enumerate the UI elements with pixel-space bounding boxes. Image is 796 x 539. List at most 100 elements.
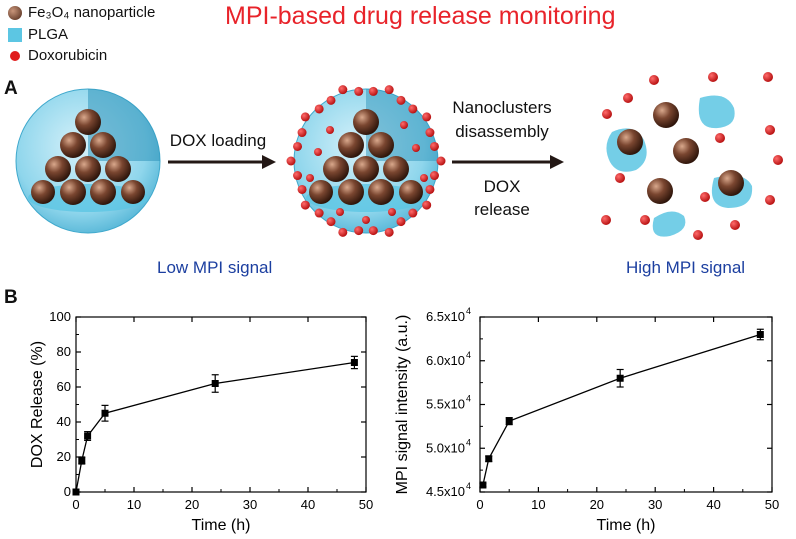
disassembly-label-line1: Nanoclusters (452, 98, 552, 117)
y-tick-exponent: 4 (466, 437, 471, 447)
x-tick-label: 40 (706, 497, 720, 512)
dox-molecule (436, 156, 446, 166)
data-point (756, 331, 764, 338)
dox-molecule (420, 174, 428, 182)
dox-molecule (429, 171, 439, 181)
plga-icon (8, 27, 22, 42)
dox-molecule (293, 171, 303, 181)
y-axis-label: MPI signal intensity (a.u.) (394, 315, 411, 495)
released-state (601, 72, 783, 240)
dox-molecule (338, 85, 348, 95)
x-tick-label: 10 (127, 497, 141, 512)
dox-molecule (326, 126, 334, 134)
y-tick-label: 5.5x10 (426, 397, 465, 412)
data-point (72, 488, 80, 496)
y-tick-label: 20 (57, 449, 71, 464)
dox-molecule (300, 200, 310, 210)
legend-doxorubicin: Doxorubicin (8, 47, 107, 64)
y-tick-label: 100 (49, 309, 71, 324)
data-point (616, 374, 624, 382)
x-tick-label: 30 (648, 497, 662, 512)
dox-release-label-line2: release (474, 200, 530, 219)
x-tick-label: 30 (243, 497, 257, 512)
dox-molecule (425, 184, 435, 194)
free-dox-molecules (601, 72, 783, 240)
dox-molecule (422, 200, 432, 210)
dox-molecule (368, 226, 378, 236)
data-point (211, 380, 219, 387)
legend-plga-label: PLGA (28, 26, 69, 43)
panel-b-letter: B (4, 287, 18, 308)
dox-molecule (297, 184, 307, 194)
dox-loading-arrow (168, 155, 276, 169)
y-tick-label: 5.0x10 (426, 440, 465, 455)
dox-molecule (338, 227, 348, 237)
dox-molecule (306, 174, 314, 182)
legend-doxorubicin-label: Doxorubicin (28, 47, 108, 64)
dox-molecule (388, 208, 396, 216)
y-tick-label: 40 (57, 414, 71, 429)
y-tick-label: 6.0x10 (426, 353, 465, 368)
dox-molecule (408, 208, 418, 218)
dox-molecule (354, 86, 364, 96)
data-point (78, 457, 86, 464)
dox-molecule (400, 121, 408, 129)
y-tick-exponent: 4 (466, 350, 471, 360)
dox-molecule (422, 112, 432, 122)
data-point (505, 417, 513, 425)
x-tick-label: 20 (185, 497, 199, 512)
high-mpi-signal-label: High MPI signal (626, 258, 746, 277)
nanoparticle-icon (8, 5, 22, 20)
dox-molecule (336, 208, 344, 216)
dox-molecule (286, 156, 296, 166)
dox-molecule (314, 208, 324, 218)
series-line (75, 361, 355, 493)
panel-a-schematic (15, 72, 783, 240)
x-tick-label: 20 (590, 497, 604, 512)
plot-frame (479, 316, 773, 493)
disassembly-label-line2: disassembly (455, 122, 549, 141)
y-axis-label: DOX Release (%) (29, 341, 46, 468)
dox-molecule (396, 217, 406, 227)
dox-release-label-line1: DOX (483, 177, 521, 196)
data-point (84, 432, 92, 440)
x-axis-label: Time (h) (597, 517, 656, 534)
y-tick-label: 0 (64, 484, 71, 499)
figure-title: MPI-based drug release monitoring (225, 2, 616, 30)
dox-molecule (425, 128, 435, 138)
y-tick-label: 60 (57, 379, 71, 394)
data-point (485, 455, 493, 463)
low-mpi-signal-label: Low MPI signal (157, 258, 273, 277)
legend-nanoparticle-label: Fe₃O₄ nanoparticle (28, 4, 156, 21)
dox-molecule (412, 144, 420, 152)
dox-molecule (396, 95, 406, 105)
dox-molecule (326, 217, 336, 227)
dox-molecule (314, 148, 322, 156)
plga-nanocluster (15, 88, 161, 234)
x-tick-label: 10 (531, 497, 545, 512)
x-tick-label: 0 (72, 497, 79, 512)
series-line (482, 333, 761, 486)
y-tick-label: 6.5x10 (426, 309, 465, 324)
y-tick-exponent: 4 (466, 306, 471, 316)
dox-molecules (286, 85, 446, 237)
dox-molecule (297, 128, 307, 138)
panel-a-letter: A (4, 78, 18, 99)
dox-loaded-nanocluster (286, 85, 446, 237)
data-point (101, 409, 109, 417)
dox-molecule (293, 141, 303, 151)
dox-molecule (384, 227, 394, 237)
dox-molecule (314, 104, 324, 114)
disassembly-arrow (452, 155, 564, 169)
dox-molecule (429, 141, 439, 151)
dox-molecule (362, 216, 370, 224)
dox-molecule (368, 86, 378, 96)
doxorubicin-icon (10, 50, 20, 61)
data-point (479, 481, 487, 489)
x-tick-label: 40 (301, 497, 315, 512)
x-tick-label: 50 (765, 497, 779, 512)
dox-molecule (408, 104, 418, 114)
x-tick-label: 50 (359, 497, 373, 512)
